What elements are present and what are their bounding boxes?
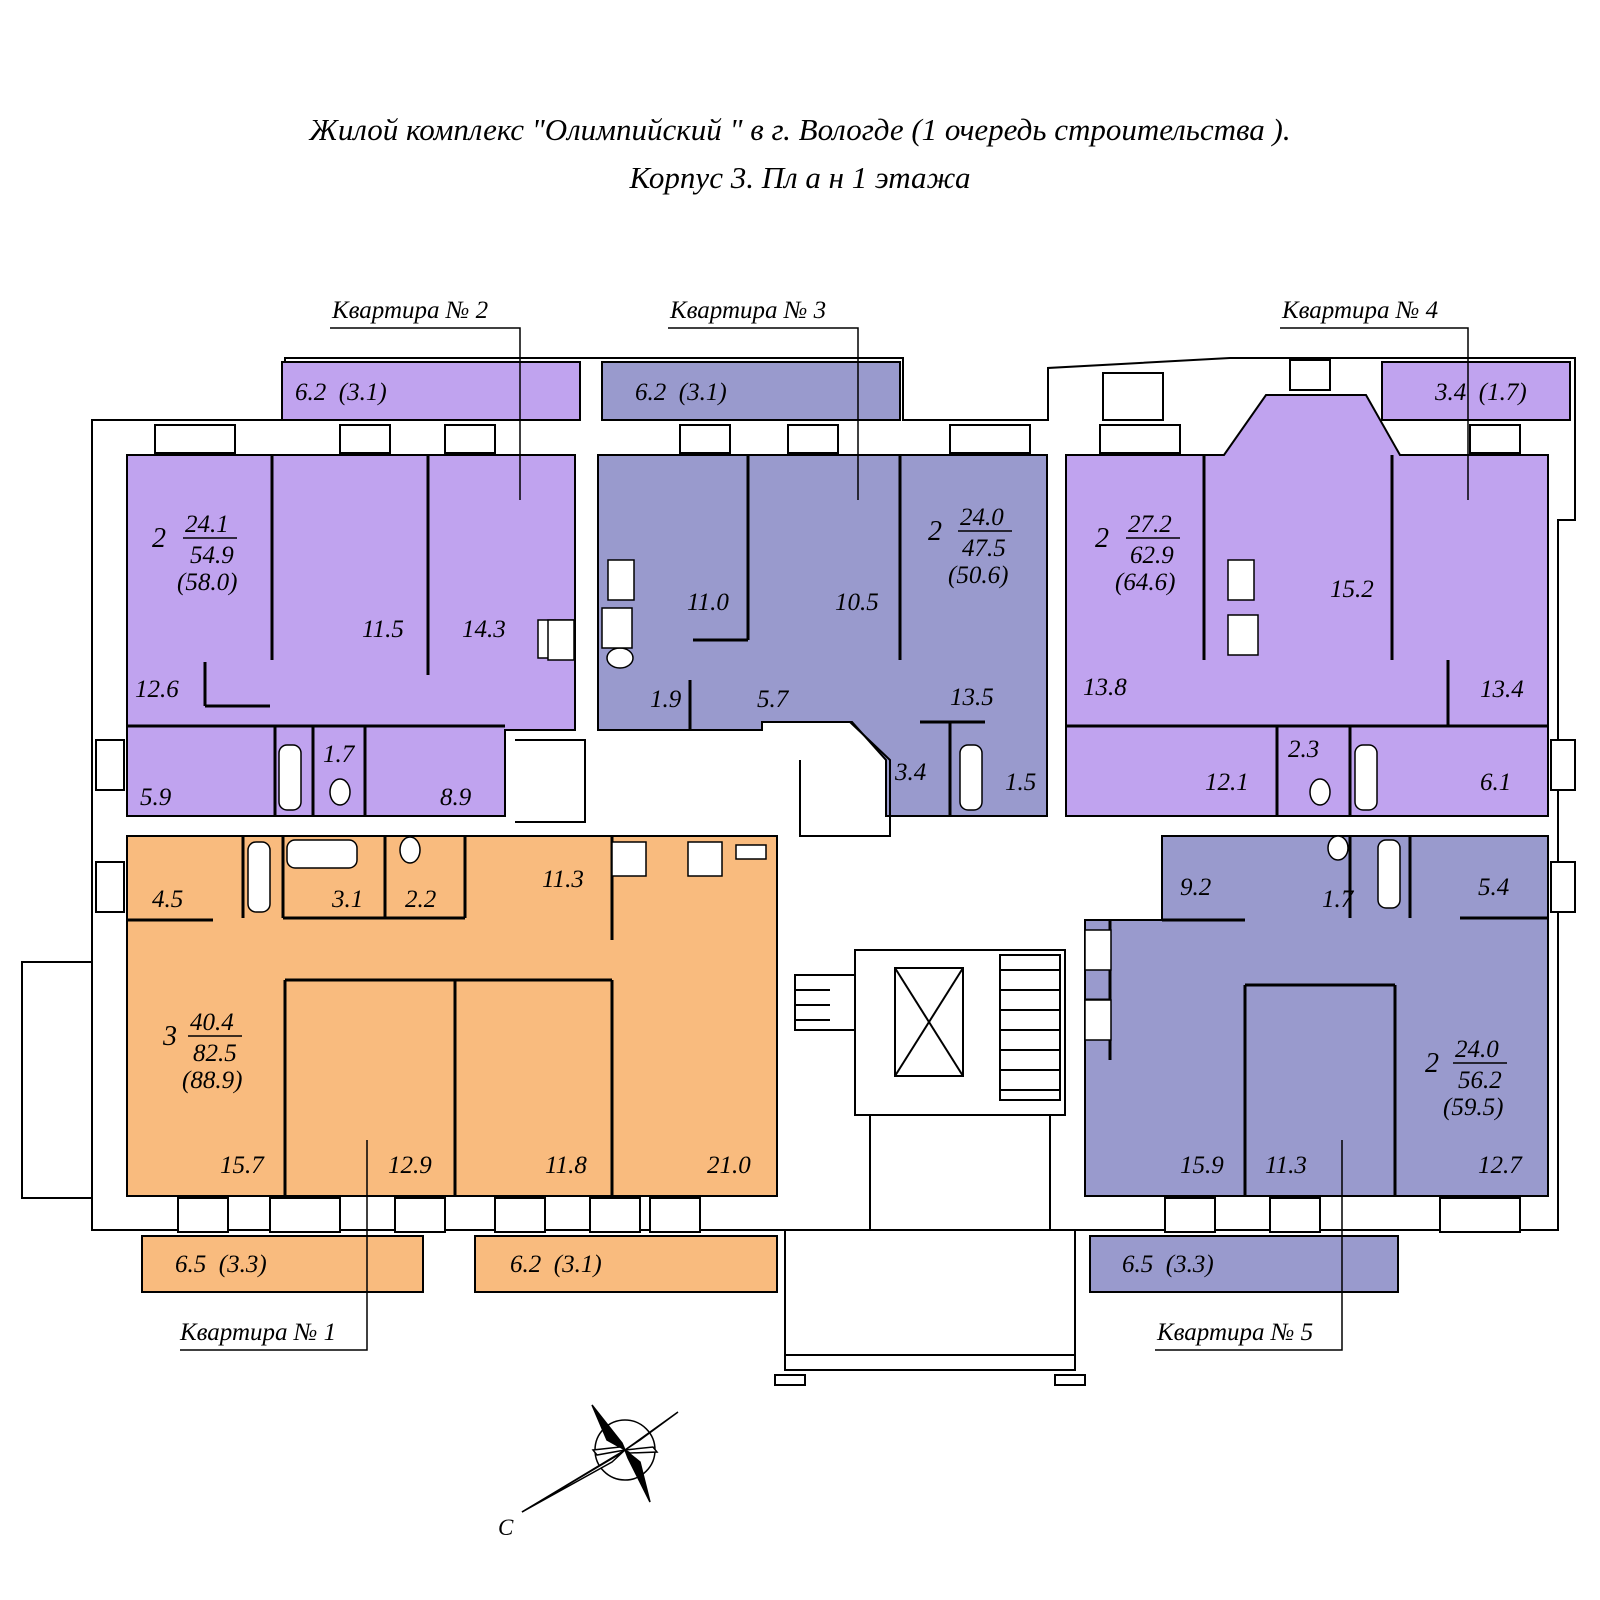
balcony-area: 6.2 (3.1) [295, 379, 387, 406]
apartment-4-label: Квартира № 4 [1281, 297, 1438, 324]
compass-rose [521, 1404, 679, 1513]
room-area: 5.9 [140, 784, 172, 811]
living-area: 27.2 [1128, 511, 1172, 538]
total-area-with-balcony: (50.6) [948, 562, 1008, 589]
room-area: 11.3 [1265, 1152, 1307, 1179]
total-area: 56.2 [1458, 1067, 1502, 1094]
apartment-4-room-areas: 15.2 13.8 13.4 2.3 12.1 6.1 3.4 (1.7) [1083, 379, 1527, 796]
living-area: 24.0 [1455, 1036, 1499, 1063]
rooms-count: 2 [1095, 523, 1109, 554]
rooms-count: 3 [162, 1021, 177, 1052]
total-area: 62.9 [1130, 542, 1174, 569]
apartment-2-label: Квартира № 2 [331, 297, 488, 324]
room-area: 2.3 [1288, 736, 1319, 763]
rooms-count: 2 [152, 523, 166, 554]
apartment-3-label: Квартира № 3 [669, 297, 826, 324]
balcony-area: 3.4 (1.7) [1434, 379, 1527, 406]
room-area: 10.5 [835, 589, 879, 616]
total-area-with-balcony: (88.9) [182, 1067, 242, 1094]
room-area: 15.9 [1180, 1152, 1224, 1179]
room-area: 1.9 [650, 686, 682, 713]
apartment-4-summary: 2 27.2 62.9 (64.6) [1095, 511, 1180, 596]
total-area-with-balcony: (59.5) [1443, 1094, 1503, 1121]
apartment-2-summary: 2 24.1 54.9 (58.0) [152, 511, 237, 596]
room-area: 12.9 [388, 1152, 432, 1179]
room-area: 4.5 [152, 886, 183, 913]
room-area: 5.4 [1478, 874, 1509, 901]
apartment-2-room-areas: 11.5 14.3 12.6 1.7 5.9 8.9 6.2 (3.1) [135, 379, 506, 811]
room-area: 13.4 [1480, 676, 1524, 703]
room-area: 11.8 [545, 1152, 587, 1179]
room-area: 12.1 [1205, 769, 1249, 796]
total-area: 54.9 [190, 542, 234, 569]
total-area: 82.5 [193, 1040, 237, 1067]
room-area: 21.0 [707, 1152, 751, 1179]
rooms-count: 2 [1425, 1048, 1439, 1079]
apartment-5-fill [1084, 835, 1549, 1293]
living-area: 40.4 [190, 1009, 234, 1036]
total-area-with-balcony: (64.6) [1115, 569, 1175, 596]
room-area: 3.4 [894, 759, 926, 786]
room-area: 5.7 [757, 686, 790, 713]
apartment-1-fill [126, 835, 778, 1293]
living-area: 24.0 [960, 504, 1004, 531]
apartment-3-room-areas: 11.0 10.5 1.9 5.7 13.5 3.4 1.5 6.2 (3.1) [635, 379, 1036, 796]
room-area: 13.5 [950, 684, 994, 711]
room-area: 3.1 [331, 886, 363, 913]
apartment-1-label: Квартира № 1 [179, 1319, 336, 1346]
apartment-5-summary: 2 24.0 56.2 (59.5) [1425, 1036, 1507, 1121]
fixtures [247, 559, 1401, 1041]
compass-north-label: С [498, 1515, 514, 1540]
apartment-4-fill [1065, 361, 1571, 817]
room-area: 2.2 [405, 886, 436, 913]
apartment-3-fill [597, 361, 1048, 817]
apartment-1-room-areas: 4.5 3.1 2.2 11.3 15.7 12.9 11.8 21.0 6.5… [152, 866, 751, 1278]
plan-title-line-1: Жилой комплекс "Олимпийский " в г. Волог… [309, 112, 1291, 147]
room-area: 13.8 [1083, 674, 1127, 701]
room-area: 1.7 [1322, 886, 1355, 913]
room-area: 12.7 [1478, 1152, 1523, 1179]
room-area: 15.2 [1330, 576, 1374, 603]
balcony-area: 6.2 (3.1) [635, 379, 727, 406]
windows [95, 359, 1576, 1233]
room-area: 15.7 [220, 1152, 265, 1179]
total-area: 47.5 [962, 535, 1006, 562]
room-area: 11.5 [362, 616, 404, 643]
rooms-count: 2 [928, 516, 942, 547]
plan-title-line-2: Корпус 3. Пл а н 1 этажа [629, 160, 971, 195]
balcony-area: 6.5 (3.3) [1122, 1251, 1214, 1278]
room-area: 12.6 [135, 676, 179, 703]
room-area: 11.3 [542, 866, 584, 893]
balcony-area: 6.5 (3.3) [175, 1251, 267, 1278]
apartment-5-label: Квартира № 5 [1156, 1319, 1313, 1346]
room-area: 6.1 [1480, 769, 1511, 796]
room-area: 1.5 [1005, 769, 1036, 796]
room-area: 11.0 [687, 589, 729, 616]
apartment-5-room-areas: 9.2 1.7 5.4 15.9 11.3 12.7 6.5 (3.3) [1122, 874, 1523, 1278]
living-area: 24.1 [185, 511, 229, 538]
label-leaders [180, 327, 1469, 1351]
room-area: 1.7 [323, 741, 356, 768]
apartment-3-summary: 2 24.0 47.5 (50.6) [928, 504, 1012, 589]
balcony-area: 6.2 (3.1) [510, 1251, 602, 1278]
room-area: 14.3 [462, 616, 506, 643]
room-area: 8.9 [440, 784, 472, 811]
apartment-1-summary: 3 40.4 82.5 (88.9) [162, 1009, 242, 1094]
total-area-with-balcony: (58.0) [177, 569, 237, 596]
building-shell [21, 357, 1576, 1231]
room-area: 9.2 [1180, 874, 1211, 901]
stairwell-core [515, 721, 1086, 1386]
